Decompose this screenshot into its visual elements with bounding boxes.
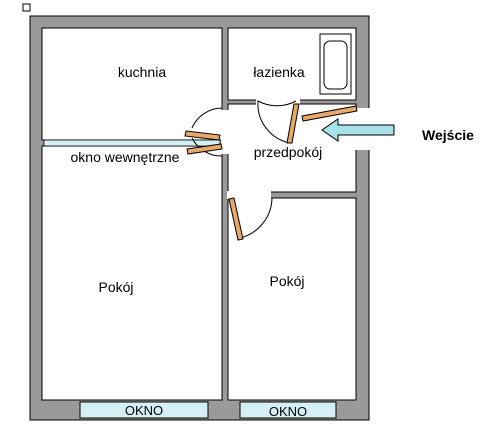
door-gap-bathroom	[256, 99, 300, 105]
label-window-right: OKNO	[269, 404, 307, 419]
door-leaf-entrance	[301, 105, 358, 122]
room-living-left	[41, 145, 223, 401]
label-kitchen: kuchnia	[118, 64, 166, 80]
label-hallway: przedpokój	[254, 144, 323, 160]
door-leaf-bathroom	[286, 103, 300, 144]
label-internal-window: okno wewnętrzne	[71, 149, 180, 165]
bathtub-icon	[319, 33, 352, 95]
label-room-left: Pokój	[98, 279, 133, 295]
door-gap-right-room	[227, 191, 271, 199]
entrance-arrow-icon	[321, 118, 395, 142]
label-window-left: OKNO	[125, 403, 163, 418]
door-leaves	[184, 103, 358, 241]
label-entrance: Wejście	[422, 127, 474, 143]
room-living-right	[227, 197, 357, 401]
window-right	[239, 401, 337, 419]
corner-marker	[22, 3, 31, 12]
internal-window	[43, 139, 221, 147]
door-leaf-room-left	[186, 143, 223, 155]
door-gap-kitchen	[221, 110, 229, 154]
label-bathroom: łazienka	[253, 64, 305, 80]
window-left	[79, 401, 209, 419]
room-kitchen	[41, 27, 223, 141]
door-leaf-kitchen	[184, 130, 221, 141]
door-leaf-room-right	[228, 197, 244, 241]
label-room-right: Pokój	[269, 273, 304, 289]
